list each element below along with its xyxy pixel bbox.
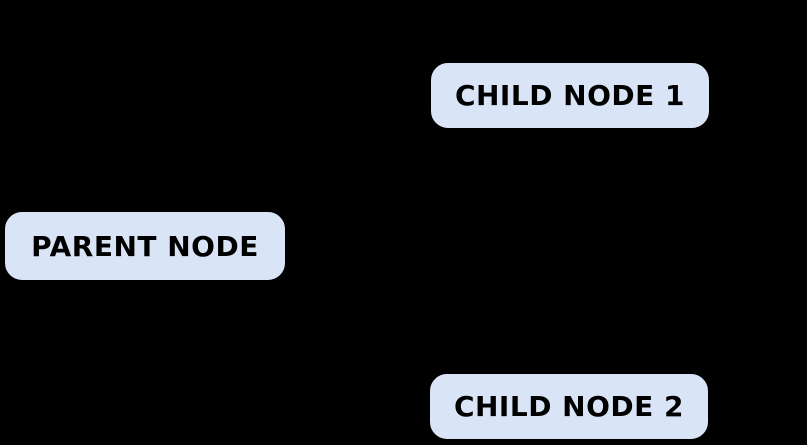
node-child-1-label: CHILD NODE 1 (454, 79, 686, 112)
node-child-1[interactable]: CHILD NODE 1 (430, 62, 710, 129)
node-parent[interactable]: PARENT NODE (4, 211, 286, 281)
node-parent-label: PARENT NODE (31, 229, 259, 263)
node-child-2[interactable]: CHILD NODE 2 (429, 373, 709, 440)
node-child-2-label: CHILD NODE 2 (453, 390, 685, 423)
